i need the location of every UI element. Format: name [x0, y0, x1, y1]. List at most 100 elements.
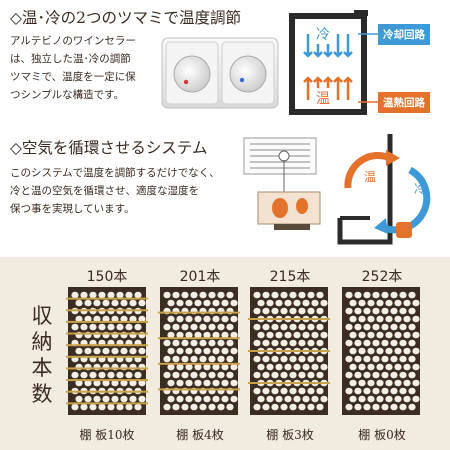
bottle: [307, 371, 315, 379]
bottle: [194, 363, 202, 371]
bottle: [307, 387, 315, 395]
bottle: [363, 291, 371, 299]
bottle: [266, 331, 274, 339]
bottle: [190, 355, 198, 363]
bottle: [129, 395, 137, 403]
bottle: [284, 395, 292, 403]
bottle: [372, 355, 380, 363]
bottle: [89, 403, 97, 411]
bottle: [262, 291, 270, 299]
bottle: [185, 299, 193, 307]
shelf-board: [66, 344, 148, 347]
bottle: [403, 347, 411, 355]
bottle: [363, 307, 371, 315]
bottle: [129, 379, 137, 387]
bottle: [75, 315, 83, 323]
bottle: [412, 379, 420, 387]
bottle: [358, 299, 366, 307]
bottle: [176, 363, 184, 371]
bottle: [71, 371, 79, 379]
bottle: [363, 355, 371, 363]
bottle: [311, 299, 319, 307]
bottle: [385, 347, 393, 355]
bottle: [385, 395, 393, 403]
bottle: [399, 403, 407, 411]
bottle: [358, 395, 366, 403]
bottle: [298, 371, 306, 379]
bottle: [226, 371, 234, 379]
bottle: [394, 379, 402, 387]
bottle: [412, 347, 420, 355]
bottle: [381, 371, 389, 379]
bottle: [138, 315, 146, 323]
bottle: [257, 331, 265, 339]
bottle: [176, 347, 184, 355]
bottle: [253, 291, 261, 299]
bottle: [257, 395, 265, 403]
bottle: [302, 363, 310, 371]
bottle: [307, 323, 315, 331]
bottle: [208, 291, 216, 299]
bottle: [354, 403, 362, 411]
bottle: [349, 299, 357, 307]
heating-circuit-label: 温熱回路: [378, 92, 430, 113]
bottle: [212, 395, 220, 403]
bottle: [167, 315, 175, 323]
bottle: [284, 331, 292, 339]
shelf-board: [248, 350, 330, 352]
bottle: [345, 387, 353, 395]
bottle: [84, 347, 92, 355]
bottle: [403, 379, 411, 387]
desc-line: ツマミで、温度を一定に保: [10, 71, 136, 83]
bottle: [408, 371, 416, 379]
bottle: [199, 291, 207, 299]
shelf-board: [66, 390, 148, 393]
warm-word: 温: [314, 88, 332, 108]
circulation-description: このシステムで温度を調節するだけでなく、 冷と温の空気を循環させ、適度な湿度を …: [10, 164, 240, 218]
bottle: [412, 363, 420, 371]
bottle: [271, 323, 279, 331]
bottle: [363, 371, 371, 379]
bottle: [185, 395, 193, 403]
bottle: [230, 379, 238, 387]
bottle: [111, 395, 119, 403]
shelf-board: [66, 320, 148, 323]
bottle: [208, 355, 216, 363]
bottle: [176, 315, 184, 323]
bottle: [289, 291, 297, 299]
bottle: [262, 355, 270, 363]
bottle: [93, 315, 101, 323]
bottle: [138, 299, 146, 307]
bottle: [253, 387, 261, 395]
shelf-board: [66, 297, 148, 300]
bottle: [194, 347, 202, 355]
bottle: [403, 363, 411, 371]
bottle: [385, 363, 393, 371]
bottle: [172, 355, 180, 363]
bottle: [185, 363, 193, 371]
bottle: [253, 355, 261, 363]
bottle: [345, 371, 353, 379]
desc-line: アルテビノのワインセラー: [10, 35, 136, 47]
bottle: [181, 339, 189, 347]
bottle: [349, 347, 357, 355]
bottle: [302, 395, 310, 403]
bottle: [129, 347, 137, 355]
shelf-count-4: 棚 板4枚: [176, 428, 224, 442]
bottle: [363, 339, 371, 347]
bottle: [298, 291, 306, 299]
shelf-board: [66, 367, 148, 370]
bottle: [390, 371, 398, 379]
shelf-board: [66, 402, 148, 405]
bottle: [381, 291, 389, 299]
bottle: [111, 299, 119, 307]
bottle: [289, 339, 297, 347]
bottle: [230, 331, 238, 339]
bottle: [403, 299, 411, 307]
bottle: [253, 403, 261, 411]
bottle: [412, 395, 420, 403]
bottle: [163, 371, 171, 379]
bottle: [84, 379, 92, 387]
bottle: [93, 347, 101, 355]
bottle: [217, 291, 225, 299]
